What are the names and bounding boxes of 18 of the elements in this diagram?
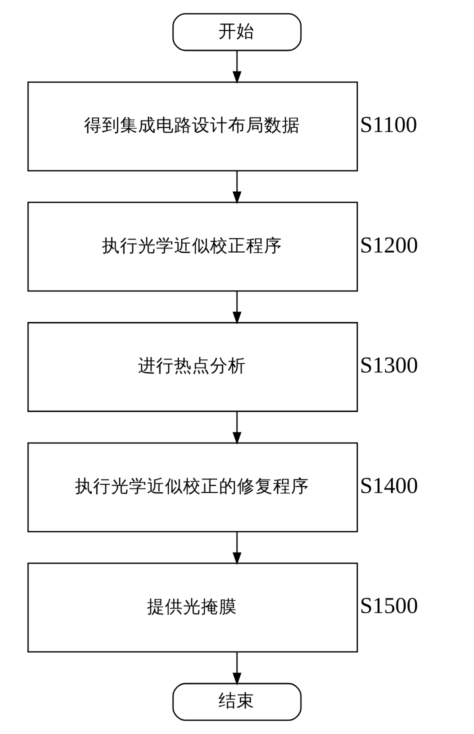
node-label: S1300 — [360, 352, 418, 378]
node-box: 进行热点分析 — [27, 322, 358, 412]
node-box: 得到集成电路设计布局数据 — [27, 81, 358, 172]
node-box: 执行光学近似校正程序 — [27, 202, 358, 292]
node-box: 结束 — [172, 682, 302, 721]
arrow — [232, 411, 242, 445]
arrow — [232, 50, 242, 84]
arrow — [232, 291, 242, 324]
node-label: S1100 — [360, 112, 418, 137]
arrow — [232, 532, 242, 566]
arrow — [232, 170, 242, 204]
node-label: S1400 — [360, 472, 418, 498]
node-label: S1500 — [360, 593, 418, 618]
node-label: S1200 — [360, 232, 418, 258]
node-box: 执行光学近似校正的修复程序 — [27, 442, 358, 532]
node-box: 提供光掩膜 — [27, 562, 358, 653]
arrow — [232, 652, 242, 686]
node-box: 开始 — [172, 13, 302, 52]
